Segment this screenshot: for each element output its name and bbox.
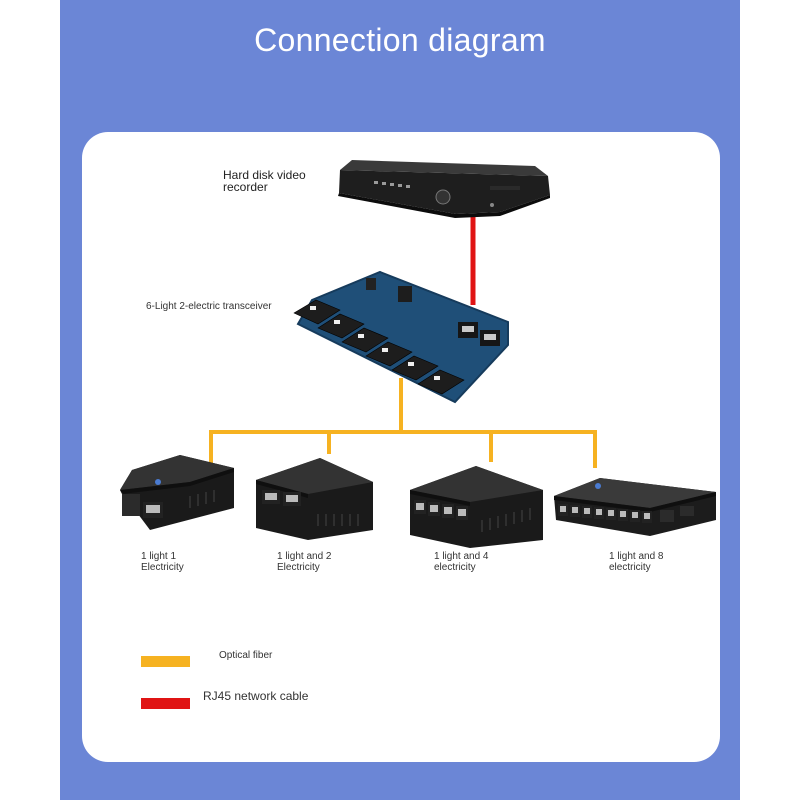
device3-label: 1 light and 4 electricity: [434, 551, 489, 573]
device4-label: 1 light and 8 electricity: [609, 551, 664, 573]
device2-label: 1 light and 2 Electricity: [277, 551, 332, 573]
page-title: Connection diagram: [254, 22, 546, 58]
device-1-light-2-electric: [256, 458, 373, 540]
optical-fiber-tree: [209, 378, 597, 490]
legend-optical-fiber-swatch: [141, 656, 190, 667]
legend-rj45-label: RJ45 network cable: [203, 689, 309, 703]
recorder-label: Hard disk video recorder: [223, 168, 306, 194]
legend-rj45-swatch: [141, 698, 190, 709]
transceiver-label: 6-Light 2-electric transceiver: [146, 301, 272, 312]
device-1-light-1-electric: [120, 455, 234, 530]
device1-label: 1 light 1 Electricity: [141, 551, 184, 573]
legend-optical-fiber-label: Optical fiber: [219, 650, 273, 661]
device-1-light-8-electric: [554, 478, 716, 536]
device-1-light-4-electric: [410, 466, 543, 548]
transceiver-board: [293, 270, 509, 404]
recorder-device: [338, 160, 550, 218]
